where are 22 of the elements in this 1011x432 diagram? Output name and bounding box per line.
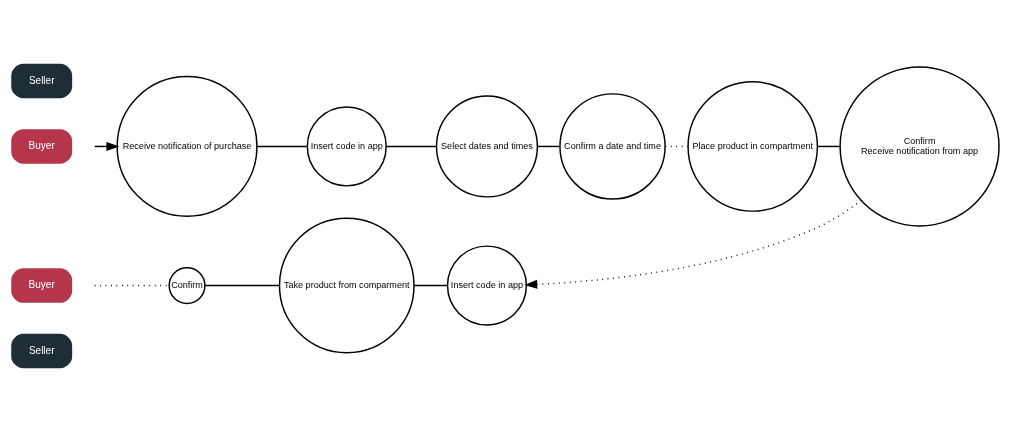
node-box: Buyer xyxy=(11,129,73,164)
node-circle: Insert code in app xyxy=(306,106,387,187)
node-circle: Confirm a date and time xyxy=(559,93,666,200)
node-circle: Select dates and times xyxy=(435,95,539,198)
connector xyxy=(204,284,281,287)
node-box: Seller xyxy=(11,333,73,369)
connector xyxy=(536,145,561,148)
node-circle: Place product in compartment xyxy=(687,81,819,212)
connector xyxy=(385,145,438,148)
connector xyxy=(256,145,308,148)
node-box: Buyer xyxy=(11,268,73,303)
connector xyxy=(816,145,841,148)
node-circle: Receive notification of purchase xyxy=(116,75,258,218)
node-circle: Confirm xyxy=(168,266,206,305)
node-circle: Take product from comparment xyxy=(278,217,415,354)
connector xyxy=(413,284,449,287)
connector xyxy=(93,284,170,287)
node-box: Seller xyxy=(11,63,73,99)
node-circle: Insert code in app xyxy=(446,245,528,326)
arrow xyxy=(524,199,862,289)
node-circle: Confirm Receive notification from app xyxy=(839,66,1000,227)
connector xyxy=(664,145,689,148)
